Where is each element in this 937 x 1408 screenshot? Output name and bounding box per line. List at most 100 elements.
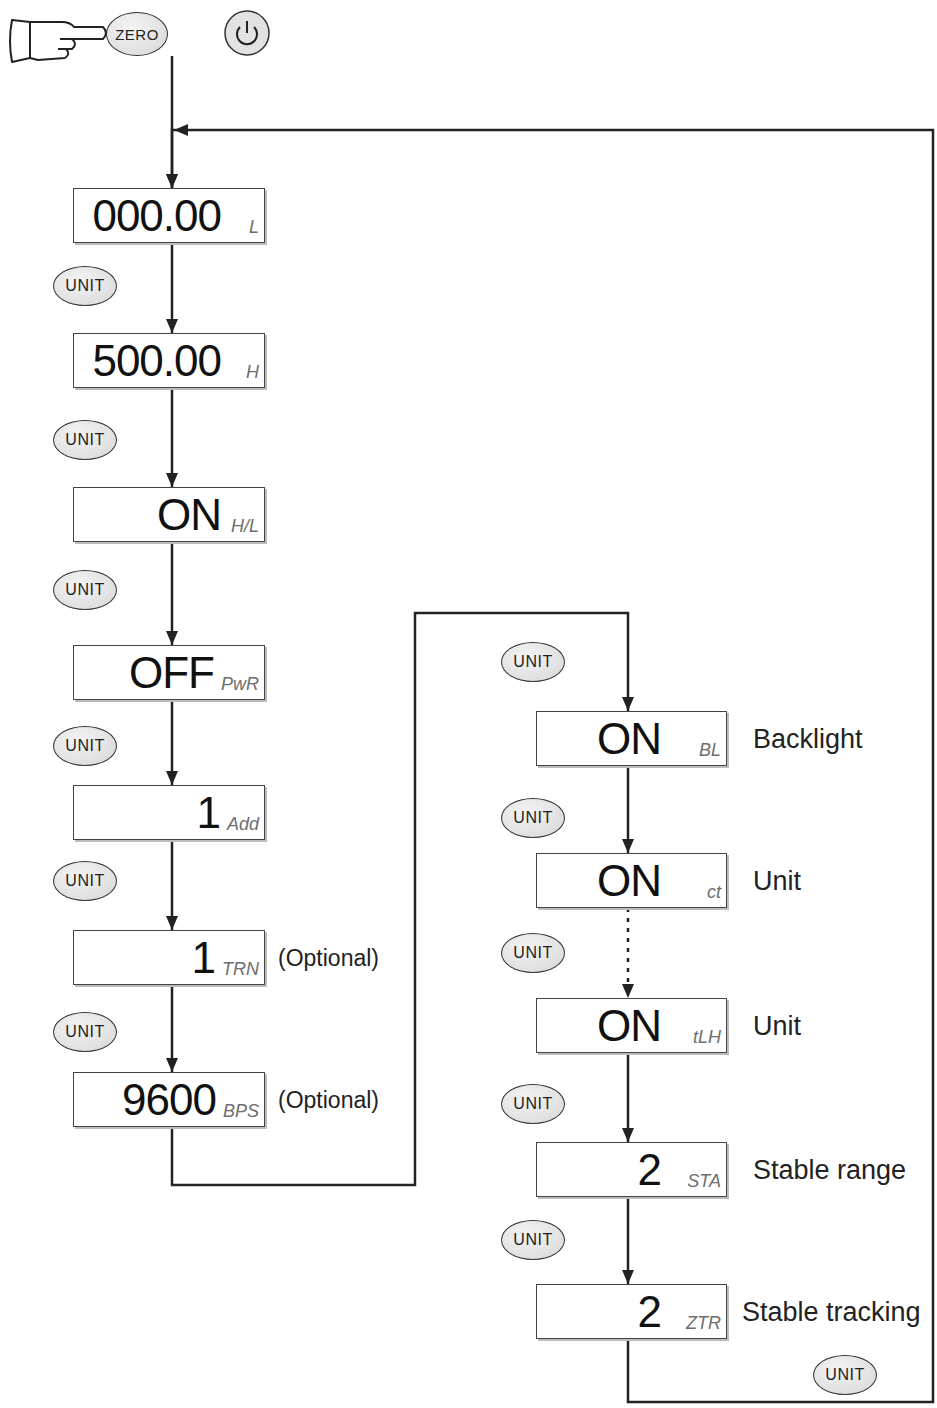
- lcd-value: OFF: [129, 651, 214, 695]
- lcd-indicator: STA: [687, 1172, 721, 1190]
- button-label: UNIT: [65, 277, 104, 295]
- arrow-head: [622, 1128, 634, 1142]
- lcd-indicator: BL: [699, 741, 721, 759]
- lcd-display: ONctUnit: [536, 853, 727, 908]
- button-label: UNIT: [513, 1095, 552, 1113]
- lcd-indicator: PwR: [221, 675, 259, 693]
- lcd-display: ON H/L: [73, 487, 265, 542]
- setting-label: Unit: [753, 1012, 801, 1039]
- button-label: UNIT: [513, 653, 552, 671]
- arrow-head: [166, 319, 178, 333]
- power-button: [225, 11, 269, 55]
- lcd-indicator: ZTR: [686, 1314, 721, 1332]
- lcd-indicator: ct: [707, 883, 721, 901]
- lcd-value: ON: [597, 717, 661, 761]
- arrow-head: [622, 1270, 634, 1284]
- lcd-display: 500.00H: [73, 333, 265, 388]
- button-label: UNIT: [65, 737, 104, 755]
- button-label: UNIT: [825, 1366, 864, 1384]
- lcd-value: ON: [157, 493, 221, 537]
- arrow-head: [174, 124, 188, 136]
- connector: [166, 985, 178, 1072]
- lcd-display: 1TRN(Optional): [73, 930, 265, 985]
- setting-label: Backlight: [753, 725, 863, 752]
- connector: [166, 700, 178, 785]
- lcd-display: ONBLBacklight: [536, 711, 727, 766]
- arrow-head: [166, 1058, 178, 1072]
- button-key: UNIT: [501, 798, 565, 838]
- setting-label: Stable range: [753, 1156, 906, 1183]
- lcd-display: 2STAStable range: [536, 1142, 727, 1197]
- lcd-value: 000.00: [92, 194, 221, 238]
- button-label: UNIT: [513, 809, 552, 827]
- connector: [166, 840, 178, 930]
- arrow-head: [166, 473, 178, 487]
- lcd-indicator: TRN: [222, 960, 259, 978]
- arrow-head: [622, 697, 634, 711]
- lcd-indicator: tLH: [693, 1028, 721, 1046]
- button-key: UNIT: [501, 1220, 565, 1260]
- lcd-value: 1: [192, 936, 215, 980]
- button-label: UNIT: [513, 944, 552, 962]
- arrow-head: [166, 174, 178, 188]
- lcd-value: 2: [638, 1148, 661, 1192]
- lcd-display: 1Add: [73, 785, 265, 840]
- connector-line: [171, 388, 174, 487]
- lcd-display: ONtLHUnit: [536, 998, 727, 1053]
- lcd-display: 2ZTRStable tracking: [536, 1284, 727, 1339]
- button-key: UNIT: [53, 570, 117, 610]
- pointing-hand: [10, 20, 106, 62]
- connector: [166, 243, 178, 333]
- arrow-head: [622, 984, 634, 998]
- lcd-indicator: L: [249, 218, 259, 236]
- button-key: UNIT: [501, 1084, 565, 1124]
- button-key: UNIT: [53, 266, 117, 306]
- arrow-head: [166, 631, 178, 645]
- button-key: UNIT: [813, 1355, 877, 1395]
- connector: [622, 766, 634, 853]
- lcd-value: ON: [597, 1004, 661, 1048]
- lcd-indicator: H: [246, 363, 259, 381]
- connector: [622, 908, 634, 998]
- lcd-display: 000.00L: [73, 188, 265, 243]
- setting-label: Stable tracking: [742, 1298, 921, 1325]
- arrow-head: [622, 839, 634, 853]
- connector: [622, 1053, 634, 1142]
- lcd-display: OFF PwR: [73, 645, 265, 700]
- button-key: UNIT: [53, 726, 117, 766]
- lcd-display: 9600BPS(Optional): [73, 1072, 265, 1127]
- connector: [622, 1197, 634, 1284]
- arrow-head: [166, 771, 178, 785]
- arrow-head: [166, 916, 178, 930]
- button-key: UNIT: [53, 1012, 117, 1052]
- button-label: UNIT: [65, 872, 104, 890]
- button-label: UNIT: [513, 1231, 552, 1249]
- lcd-value: 500.00: [92, 339, 221, 383]
- button-label: ZERO: [115, 26, 159, 43]
- button-label: UNIT: [65, 581, 104, 599]
- lcd-value: 1: [196, 791, 219, 835]
- connector-line: [171, 542, 174, 645]
- button-key: UNIT: [53, 861, 117, 901]
- lcd-indicator: H/L: [231, 517, 259, 535]
- lcd-indicator: Add: [227, 815, 259, 833]
- arrow-head: [166, 174, 178, 188]
- button-key: UNIT: [501, 642, 565, 682]
- lcd-value: 9600: [122, 1078, 216, 1122]
- connector: [166, 388, 178, 487]
- connector: [166, 542, 178, 645]
- lcd-indicator: BPS: [223, 1102, 259, 1120]
- button-label: UNIT: [65, 431, 104, 449]
- button-key: UNIT: [53, 420, 117, 460]
- connector: [166, 124, 933, 1402]
- lcd-value: 2: [638, 1290, 661, 1334]
- lcd-value: ON: [597, 859, 661, 903]
- button-key: UNIT: [501, 933, 565, 973]
- button-label: UNIT: [65, 1023, 104, 1041]
- setting-label: (Optional): [278, 1088, 379, 1111]
- button-key: ZERO: [106, 12, 168, 56]
- connector-line: [172, 130, 933, 1402]
- setting-label: Unit: [753, 867, 801, 894]
- setting-label: (Optional): [278, 946, 379, 969]
